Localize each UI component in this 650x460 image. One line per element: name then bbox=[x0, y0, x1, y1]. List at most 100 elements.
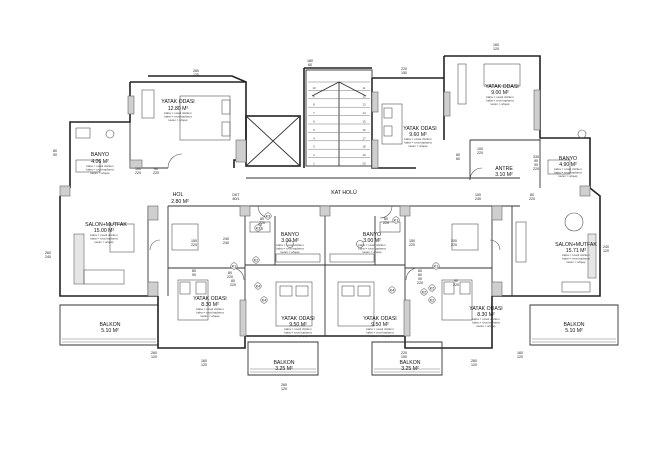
room-name-banyo-r: BANYO bbox=[559, 156, 577, 162]
door-tag-circle bbox=[432, 262, 440, 270]
finish-note: kaba = sıvalı düzlem bbox=[164, 111, 192, 115]
stair-number: 11 bbox=[362, 86, 365, 90]
door-tag: K3 bbox=[266, 214, 270, 218]
room-name-balkon-r: BALKON bbox=[563, 322, 584, 328]
room-area-yo-tr: 9.00 M² bbox=[491, 90, 509, 96]
door-tag: K3 bbox=[256, 226, 260, 230]
room-area-yo-tl: 12.80 M² bbox=[168, 106, 189, 112]
stair-number: 18 bbox=[362, 145, 366, 149]
finish-note: kaba = sıva kaplama bbox=[554, 170, 582, 174]
stair-number: 2 bbox=[313, 153, 315, 157]
finish-note: kaba = sıva kaplama bbox=[472, 320, 500, 324]
room-area-banyo-mr: 3.00 M² bbox=[363, 238, 381, 244]
room-name-yo-tc: YATAK ODASI bbox=[403, 126, 436, 132]
stair-number: 15 bbox=[362, 120, 366, 124]
stair-number: 1 bbox=[313, 162, 315, 166]
stair-number: 13 bbox=[362, 103, 366, 107]
room-area-balkon-l: 5.10 M² bbox=[101, 328, 119, 334]
stair-arrow bbox=[311, 81, 367, 97]
room-area-yo-tc: 9.60 M² bbox=[409, 132, 427, 138]
finish-note: kaba = sıvalı düzlem bbox=[276, 243, 304, 247]
stair-number: 8 bbox=[313, 103, 315, 107]
finish-note: tavan = ahşap bbox=[201, 314, 220, 318]
finish-note: kaba = sıvalı düzlem bbox=[86, 164, 114, 168]
door-tag-circle bbox=[254, 282, 262, 290]
room-name-salon-r: SALON+MUTFAK bbox=[555, 242, 597, 248]
finish-note: kaba = sıvalı düzlem bbox=[404, 137, 432, 141]
stair-number: 4 bbox=[313, 136, 315, 140]
door-tag-circle bbox=[388, 286, 396, 294]
finish-note: kaba = sıvalı düzlem bbox=[284, 327, 312, 331]
room-area-balkon-r: 5.10 M² bbox=[565, 328, 583, 334]
balcony-railings bbox=[62, 338, 616, 373]
door-tag: K4 bbox=[262, 298, 266, 302]
furniture bbox=[73, 63, 597, 327]
room-name-banyo-ml: BANYO bbox=[281, 232, 299, 238]
finish-note: kaba = sıva kaplama bbox=[486, 98, 514, 102]
door-tag-circle bbox=[230, 262, 238, 270]
finish-note: kaba = sıva kaplama bbox=[196, 310, 224, 314]
room-name-yo-bml: YATAK ODASI bbox=[281, 316, 314, 322]
door-tag-circle bbox=[264, 212, 272, 220]
room-area-yo-bml: 9.50 M² bbox=[289, 322, 307, 328]
door-tag-circle bbox=[254, 224, 262, 232]
room-name-salon-l: SALON+MUTFAK bbox=[85, 222, 127, 228]
door-tag-circle bbox=[428, 296, 436, 304]
door-tag: K2 bbox=[430, 286, 434, 290]
finish-note: tavan = ahşap bbox=[477, 324, 496, 328]
stair-number: 10 bbox=[312, 86, 316, 90]
room-name-balkon-bmr: BALKON bbox=[399, 360, 420, 366]
door-tag-circle bbox=[428, 284, 436, 292]
room-area-banyo-ml: 3.00 M² bbox=[281, 238, 299, 244]
room-name-banyo-mr: BANYO bbox=[363, 232, 381, 238]
finish-note: tavan = ahşap bbox=[371, 334, 390, 338]
stair-number: 20 bbox=[362, 162, 366, 166]
stair-number: 19 bbox=[362, 153, 366, 157]
finish-note: kaba = sıva kaplama bbox=[86, 167, 114, 171]
finish-note: kaba = sıva kaplama bbox=[284, 330, 312, 334]
room-area-salon-l: 15.00 M² bbox=[94, 228, 115, 234]
room-area-yo-mr: 8.30 M² bbox=[477, 312, 495, 318]
door-tag-circle bbox=[420, 288, 428, 296]
door-tag: K2 bbox=[430, 298, 434, 302]
door-tag-circle bbox=[392, 216, 400, 224]
room-name-yo-ml: YATAK ODASI bbox=[193, 296, 226, 302]
door-tag: K1 bbox=[394, 218, 398, 222]
room-labels: YATAK ODASI 12.80 M² BANYO 4.06 M² HOL 2… bbox=[85, 84, 597, 372]
door-swings bbox=[149, 153, 501, 281]
finish-note: tavan = ahşap bbox=[91, 171, 110, 175]
room-area-yo-bmr: 9.50 M² bbox=[371, 322, 389, 328]
room-name-yo-bmr: YATAK ODASI bbox=[363, 316, 396, 322]
finish-note: tavan = ahşap bbox=[169, 118, 188, 122]
stair-number: 6 bbox=[313, 120, 315, 124]
finish-note: kaba = sıva kaplama bbox=[90, 236, 118, 240]
door-tag: K4 bbox=[256, 284, 260, 288]
stair-number: 14 bbox=[362, 111, 366, 115]
room-name-banyo-l: BANYO bbox=[91, 152, 109, 158]
room-name-balkon-l: BALKON bbox=[99, 322, 120, 328]
stair-number: 16 bbox=[362, 128, 366, 132]
room-area-yo-ml: 8.30 M² bbox=[201, 302, 219, 308]
room-area-hol: 2.80 M² bbox=[171, 199, 189, 205]
finish-note: kaba = sıvalı düzlem bbox=[90, 233, 118, 237]
